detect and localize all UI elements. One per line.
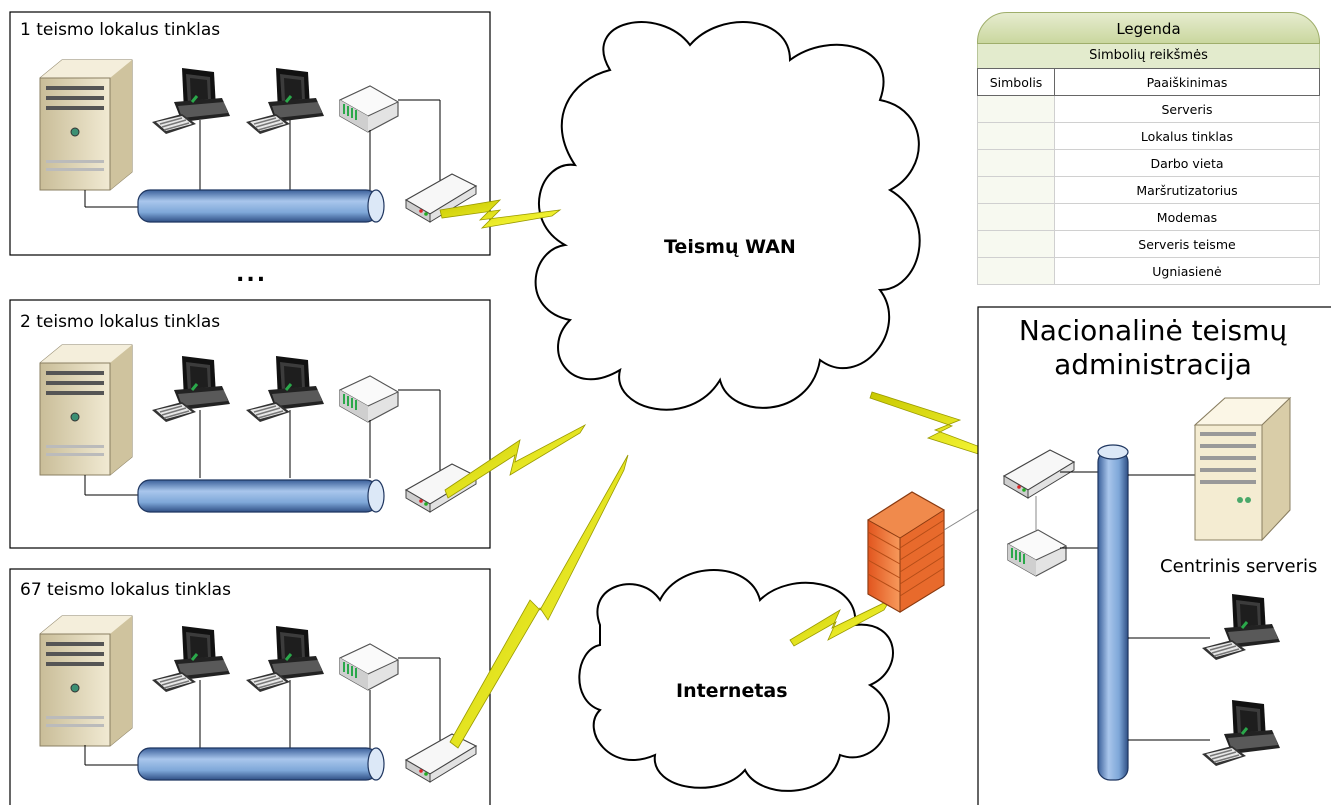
server-icon	[39, 59, 133, 191]
backbone-pipe	[1097, 444, 1129, 781]
legend-row: Ugniasienė	[977, 257, 1320, 285]
legend-col-explanation: Paaiškinimas	[1054, 68, 1320, 96]
panel-2-title: 2 teismo lokalus tinklas	[20, 312, 221, 332]
legend-symbol-cell	[977, 95, 1055, 123]
legend-row-label: Maršrutizatorius	[1054, 176, 1320, 204]
nta-title: Nacionalinė teismų administracija	[978, 314, 1328, 382]
legend-row-label: Darbo vieta	[1054, 149, 1320, 177]
wireless-link-1	[439, 199, 562, 229]
legend-symbol-cell	[977, 122, 1055, 150]
legend-symbol-cell	[977, 149, 1055, 177]
wan-cloud	[534, 21, 921, 411]
wireless-link-2	[444, 423, 587, 499]
legend-symbol-cell	[977, 176, 1055, 204]
central-server-label: Centrinis serveris	[1160, 556, 1318, 577]
panel-1-title: 1 teismo lokalus tinklas	[20, 20, 221, 40]
legend-row-label: Ugniasienė	[1054, 257, 1320, 285]
legend-row-label: Lokalus tinklas	[1054, 122, 1320, 150]
nta-title-line1: Nacionalinė teismų	[1018, 314, 1288, 347]
legend-row: Maršrutizatorius	[977, 176, 1320, 204]
legend-row: Modemas	[977, 203, 1320, 231]
lan-pipe	[137, 747, 385, 781]
legend-symbol-cell	[977, 203, 1055, 231]
server-icon	[39, 344, 133, 476]
legend-symbol-cell	[977, 257, 1055, 285]
legend-symbol-cell	[977, 230, 1055, 258]
wireless-link-internet	[789, 599, 892, 647]
legend-header-row: Simbolis Paaiškinimas	[977, 68, 1320, 96]
panel-3-title: 67 teismo lokalus tinklas	[20, 580, 231, 600]
legend-row-label: Serveris	[1054, 95, 1320, 123]
wireless-link-3	[449, 454, 629, 749]
legend-title: Legenda	[977, 12, 1320, 44]
ellipsis: ...	[236, 262, 268, 287]
legend-row: Serveris teisme	[977, 230, 1320, 258]
legend: Legenda Simbolių reikšmės Simbolis Paaiš…	[977, 12, 1320, 292]
firewall-icon	[867, 491, 945, 613]
legend-row: Serveris	[977, 95, 1320, 123]
server-icon	[39, 615, 133, 747]
legend-subtitle: Simbolių reikšmės	[977, 44, 1320, 68]
lan-pipe	[137, 479, 385, 513]
legend-row-label: Modemas	[1054, 203, 1320, 231]
lan-pipe	[137, 189, 385, 223]
legend-row-label: Serveris teisme	[1054, 230, 1320, 258]
wan-cloud-label: Teismų WAN	[664, 236, 796, 258]
legend-row: Lokalus tinklas	[977, 122, 1320, 150]
internet-cloud-label: Internetas	[676, 680, 788, 702]
legend-col-symbol: Simbolis	[977, 68, 1055, 96]
legend-table: Simbolis Paaiškinimas Serveris Lokalus t…	[977, 68, 1320, 285]
central-server-icon	[1193, 396, 1292, 542]
nta-title-line2: administracija	[1054, 348, 1252, 381]
legend-row: Darbo vieta	[977, 149, 1320, 177]
